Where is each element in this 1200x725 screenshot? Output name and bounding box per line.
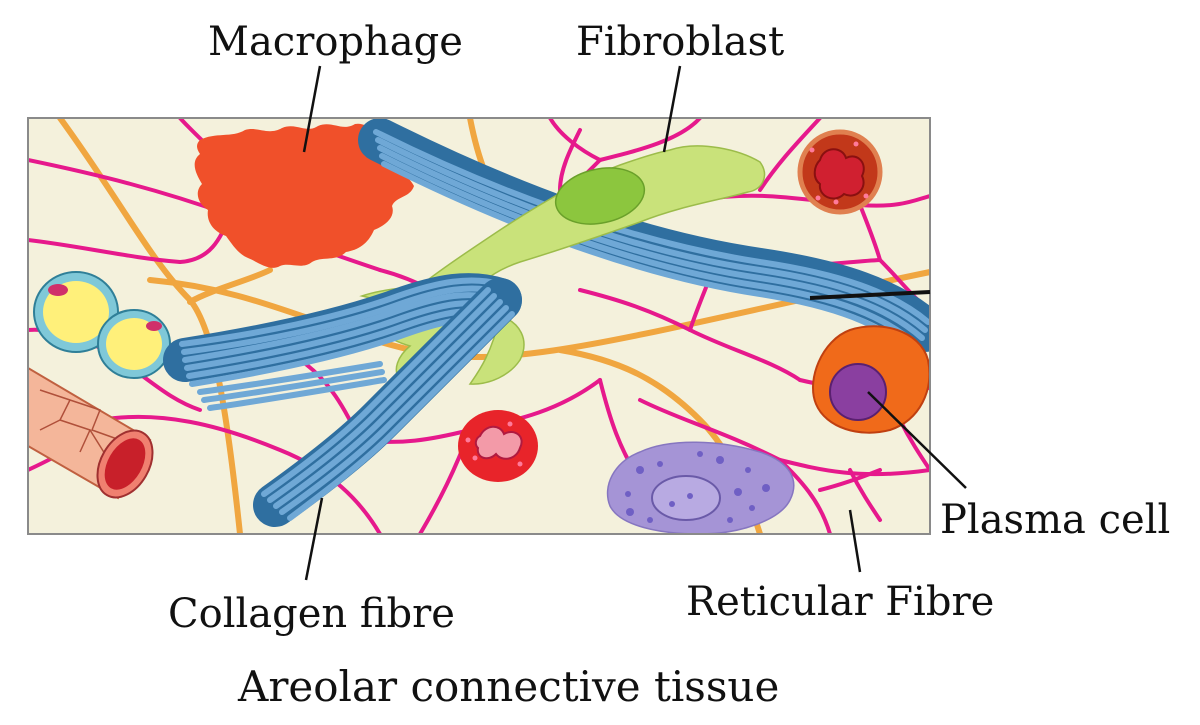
fibroblast-nucleus	[554, 167, 646, 225]
label-leader-lines	[302, 65, 967, 581]
collagen-fibre-bundle	[253, 278, 522, 527]
label-fibroblast: Fibroblast	[576, 19, 785, 65]
collagen-fibre-bundle	[163, 273, 522, 387]
label-collagen-fibre: Collagen fibre	[168, 591, 455, 637]
fat-cells	[33, 271, 171, 379]
mast-cell-nucleus	[651, 475, 721, 521]
macrophage-cell	[194, 123, 414, 268]
label-macrophage: Macrophage	[208, 19, 463, 65]
white-blood-cell	[458, 410, 538, 482]
plasma-cell	[812, 325, 930, 434]
diagram-caption: Areolar connective tissue	[238, 662, 780, 711]
tissue-frame	[27, 117, 931, 535]
white-blood-cell	[797, 129, 883, 215]
mast-cell-granules	[625, 451, 770, 523]
label-plasma-cell: Plasma cell	[940, 497, 1171, 543]
label-reticular-fibre: Reticular Fibre	[686, 579, 995, 625]
collagen-fibre-bundle	[358, 118, 930, 355]
collagen-fibre-bundle	[197, 361, 387, 411]
blood-vessel	[28, 366, 154, 500]
